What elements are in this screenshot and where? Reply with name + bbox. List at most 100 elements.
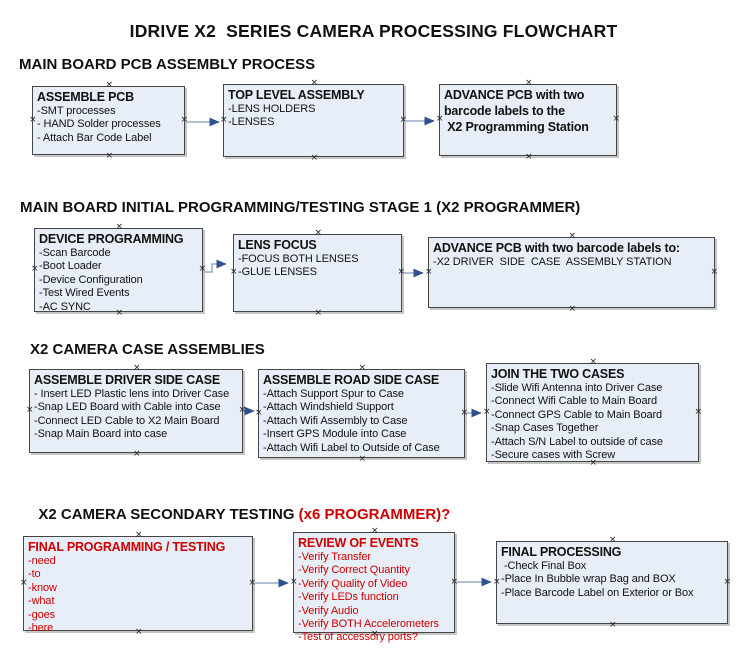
flow-box-final-programming-testing: × × × × FINAL PROGRAMMING / TESTING -nee… xyxy=(20,531,256,637)
box-line: -what xyxy=(28,595,55,608)
box-body: -X2 DRIVER SIDE CASE ASSEMBLY STATION xyxy=(433,256,710,269)
flow-box-lens-focus: × × × × LENS FOCUS -FOCUS BOTH LENSES-GL… xyxy=(230,229,405,318)
section-heading-suffix: (x6 PROGRAMMER)? xyxy=(294,506,451,523)
connector-anchor-icon: × xyxy=(133,449,141,459)
box-line: -Connect GPS Cable to Main Board xyxy=(491,408,663,421)
box-line: -Verify Correct Quantity xyxy=(298,564,410,577)
box-line: -Verify LEDs function xyxy=(298,591,399,604)
box-line: -X2 DRIVER SIDE CASE ASSEMBLY STATION xyxy=(433,256,672,268)
connector-anchor-icon: × xyxy=(105,151,114,161)
connector-anchor-icon: × xyxy=(310,153,319,163)
box-body: -SMT processes- HAND Solder processes- A… xyxy=(37,105,180,145)
box-line: - HAND Solder processes xyxy=(37,118,161,131)
connector-anchor-icon: × xyxy=(371,526,379,536)
connector-anchor-icon: × xyxy=(230,267,238,277)
box-title: JOIN THE TWO CASES xyxy=(491,367,625,381)
connector-anchor-icon: × xyxy=(135,627,143,637)
connector-anchor-icon: × xyxy=(450,576,458,587)
connector-anchor-icon: × xyxy=(694,406,702,417)
connector-anchor-icon: × xyxy=(589,357,598,367)
connector-anchor-icon: × xyxy=(358,454,367,464)
flow-box-assemble-road-side-case: × × × × ASSEMBLE ROAD SIDE CASE -Attach … xyxy=(255,364,468,464)
connector-anchor-icon: × xyxy=(568,304,577,314)
box-body: -LENS HOLDERS-LENSES xyxy=(228,103,399,130)
connector-anchor-icon: × xyxy=(255,407,263,418)
connector-anchor-icon: × xyxy=(609,535,617,545)
box-title: ASSEMBLE DRIVER SIDE CASE xyxy=(34,373,221,387)
box-title: ADVANCE PCB with two barcode labels to t… xyxy=(444,88,589,134)
box-line: -Scan Barcode xyxy=(39,247,111,259)
flow-box-join-the-two-cases: × × × × JOIN THE TWO CASES -Slide Wifi A… xyxy=(483,358,702,468)
connector-anchor-icon: × xyxy=(290,576,298,587)
flow-box-review-of-events: × × × × REVIEW OF EVENTS -Verify Transfe… xyxy=(290,527,458,644)
section-heading-case-assemblies: X2 CAMERA CASE ASSEMBLIES xyxy=(30,341,265,358)
connector-anchor-icon: × xyxy=(612,114,620,124)
page-title: IDRIVE X2 SERIES CAMERA PROCESSING FLOWC… xyxy=(129,21,618,41)
flow-box-device-programming: × × × × DEVICE PROGRAMMING -Scan Barcode… xyxy=(31,223,206,318)
connector-anchor-icon: × xyxy=(115,222,124,232)
connector-anchor-icon: × xyxy=(248,577,256,588)
connector-anchor-icon: × xyxy=(29,114,37,125)
box-line: -Attach Wifi Label to Outside of Case xyxy=(263,441,440,454)
connector-anchor-icon: × xyxy=(723,576,731,587)
connector-anchor-icon: × xyxy=(371,629,379,639)
section-heading-secondary-testing: X2 CAMERA SECONDARY TESTING (x6 PROGRAMM… xyxy=(30,489,450,523)
box-line: -Verify BOTH Accelerometers xyxy=(298,618,439,631)
connector-anchor-icon: × xyxy=(483,406,491,417)
connector-anchor-icon: × xyxy=(314,308,323,318)
connector-anchor-icon: × xyxy=(105,80,114,90)
connector-anchor-icon: × xyxy=(26,405,34,415)
connector-anchor-icon: × xyxy=(436,114,444,124)
box-line: -Test of accessory ports? xyxy=(298,631,418,644)
box-title: ASSEMBLE ROAD SIDE CASE xyxy=(263,373,439,387)
flow-box-final-processing: × × × × FINAL PROCESSING -Check Final Bo… xyxy=(493,536,731,630)
flow-box-advance-pcb-programming-station: × × × × ADVANCE PCB with two barcode lab… xyxy=(436,79,620,162)
box-title: REVIEW OF EVENTS xyxy=(298,536,419,550)
connector-anchor-icon: × xyxy=(220,114,228,125)
connector-anchor-icon: × xyxy=(180,114,188,125)
connector-anchor-icon: × xyxy=(710,266,718,277)
box-line: -AC SYNC xyxy=(39,300,91,313)
connector-anchor-icon: × xyxy=(425,266,433,277)
box-line: -Secure cases with Screw xyxy=(491,449,616,462)
box-line: -Test Wired Events xyxy=(39,287,130,300)
box-title: DEVICE PROGRAMMING xyxy=(39,232,184,246)
connector-anchor-icon: × xyxy=(397,267,405,277)
box-body: -need-to-know-what-goes-here xyxy=(28,555,248,635)
box-line: -Verify Audio xyxy=(298,604,359,617)
flow-box-assemble-pcb: × × × × ASSEMBLE PCB -SMT processes- HAN… xyxy=(29,81,188,161)
connector-anchor-icon: × xyxy=(568,231,577,241)
box-line: -Snap Main Board into case xyxy=(34,428,168,441)
connector-anchor-icon: × xyxy=(115,308,124,318)
box-line: -Attach Support Spur to Case xyxy=(263,388,404,400)
box-line: -SMT processes xyxy=(37,105,116,117)
connector-anchor-icon: × xyxy=(198,264,206,274)
box-line: -goes xyxy=(28,608,56,621)
box-line: -Boot Loader xyxy=(39,260,102,273)
connector-anchor-icon: × xyxy=(358,363,367,373)
box-line: -Check Final Box xyxy=(501,560,587,572)
box-line: -Attach S/N Label to outside of case xyxy=(491,435,663,448)
box-line: -Attach Windshield Support xyxy=(263,401,394,414)
box-body: - Insert LED Plastic lens into Driver Ca… xyxy=(34,388,238,442)
box-line: -LENSES xyxy=(228,116,275,129)
flow-box-top-level-assembly: × × × × TOP LEVEL ASSEMBLY -LENS HOLDERS… xyxy=(220,79,407,163)
box-body: -Attach Support Spur to Case-Attach Wind… xyxy=(263,388,460,455)
box-body: -FOCUS BOTH LENSES-GLUE LENSES xyxy=(238,253,397,280)
box-line: -Verify Transfer xyxy=(298,551,371,563)
box-body: -Scan Barcode-Boot Loader-Device Configu… xyxy=(39,247,198,314)
box-line: -Connect LED Cable to X2 Main Board xyxy=(34,414,220,427)
flow-box-assemble-driver-side-case: × × × × ASSEMBLE DRIVER SIDE CASE - Inse… xyxy=(26,364,246,459)
box-line: -Verify Quality of Video xyxy=(298,577,408,590)
connector-anchor-icon: × xyxy=(525,78,533,88)
connector-anchor-icon: × xyxy=(310,78,319,88)
box-line: - Attach Bar Code Label xyxy=(37,131,152,144)
connector-anchor-icon: × xyxy=(609,620,617,630)
connector-anchor-icon: × xyxy=(525,152,533,162)
box-line: -Attach Wifi Assembly to Case xyxy=(263,414,408,427)
box-title: FINAL PROGRAMMING / TESTING xyxy=(28,540,226,554)
box-title: ADVANCE PCB with two barcode labels to: xyxy=(433,241,680,255)
connector-anchor-icon: × xyxy=(31,264,39,274)
box-body: -Verify Transfer-Verify Correct Quantity… xyxy=(298,551,450,645)
connector-anchor-icon: × xyxy=(314,228,323,238)
